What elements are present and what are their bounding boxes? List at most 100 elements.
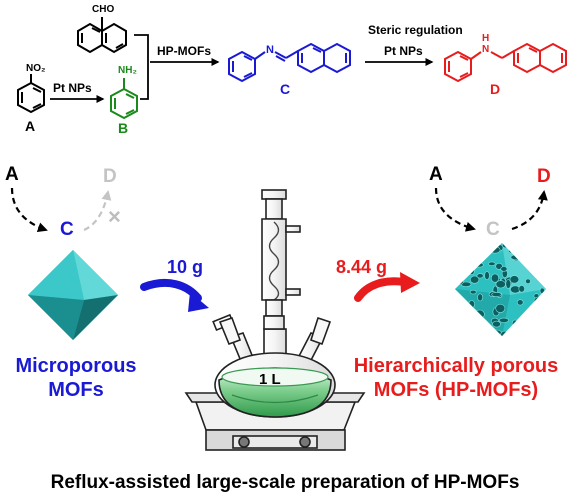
right-pathway — [434, 187, 548, 232]
pore — [500, 330, 509, 336]
pore — [491, 329, 502, 336]
pore — [477, 293, 483, 302]
pore — [467, 244, 473, 249]
pore — [468, 300, 475, 309]
figure-caption: Reflux-assisted large-scale preparation … — [50, 472, 520, 493]
pore — [501, 243, 509, 249]
pore — [525, 278, 531, 284]
right-mass-label: 8.44 g — [336, 257, 388, 277]
hierarchical-title-line2: MOFs (HP-MOFs) — [373, 379, 539, 402]
left-c-label: C — [60, 219, 74, 240]
pore — [459, 322, 465, 328]
pore — [469, 267, 475, 275]
pore — [538, 296, 546, 303]
pore — [455, 277, 464, 286]
microporous-title-line2: MOFs — [48, 379, 104, 402]
flask-volume-label: 1 L — [259, 371, 281, 388]
pore — [518, 285, 525, 293]
left-pathway — [10, 187, 112, 233]
pore — [457, 273, 464, 279]
pore — [534, 319, 544, 327]
pore — [495, 280, 506, 289]
right-a-to-c-arrow — [434, 187, 476, 232]
pore — [498, 317, 509, 323]
pore — [490, 273, 500, 283]
pore — [476, 273, 484, 279]
pore — [455, 253, 462, 262]
pore — [474, 309, 485, 319]
pore — [462, 305, 472, 315]
pore — [466, 332, 475, 336]
aldehyde-group-label: CHO — [92, 4, 115, 15]
blue-curved-arrow — [140, 279, 202, 302]
pore — [510, 247, 519, 253]
naphthaldehyde-structure — [77, 17, 127, 54]
step2-catalyst-label: HP-MOFs — [157, 44, 211, 58]
merge-bracket — [134, 34, 149, 100]
amino-group-label: NH₂ — [118, 65, 137, 76]
microporous-octahedron — [28, 250, 118, 340]
pore — [527, 256, 535, 263]
pore — [495, 303, 506, 313]
blue-arrowhead — [188, 292, 209, 312]
pore — [508, 248, 516, 254]
step3-line2-label: Pt NPs — [384, 44, 423, 58]
pore — [484, 271, 490, 281]
hierarchical-title-line1: Hierarchically porous — [353, 355, 559, 377]
left-a-to-c-arrow — [10, 187, 48, 233]
pore — [532, 326, 540, 336]
pore — [455, 272, 464, 282]
left-mass-label: 10 g — [167, 257, 204, 277]
pore — [478, 324, 488, 331]
left-c-to-d-arrow — [83, 190, 112, 232]
red-curved-arrow — [354, 277, 408, 302]
pore — [488, 261, 496, 266]
right-d-label: D — [537, 166, 551, 187]
reflux-apparatus — [184, 189, 366, 451]
pore — [465, 243, 477, 253]
pore — [472, 322, 481, 328]
compound-b-label: B — [118, 120, 129, 136]
red-arrowhead — [400, 272, 420, 293]
right-c-to-d-arrow — [511, 190, 548, 231]
pore — [463, 261, 472, 267]
nitro-group-label: NO₂ — [26, 63, 46, 74]
pore — [492, 320, 501, 328]
pore — [474, 262, 484, 268]
compound-c-label: C — [280, 81, 291, 97]
pore — [461, 313, 472, 320]
pore — [482, 243, 488, 250]
round-bottom-flask — [214, 352, 336, 418]
right-a-label: A — [429, 164, 443, 185]
right-c-label: C — [486, 219, 500, 240]
pore — [523, 253, 530, 258]
imine-n-label: N — [266, 44, 274, 56]
pore — [538, 269, 546, 277]
condenser — [261, 189, 301, 330]
blocked-cross: × — [108, 204, 121, 229]
hierarchical-octahedron — [455, 243, 546, 336]
left-a-label: A — [5, 164, 19, 185]
pore — [509, 275, 520, 284]
step3-line1-label: Steric regulation — [368, 23, 463, 37]
aniline-structure — [110, 78, 138, 120]
amine-nh-label: H N — [482, 33, 490, 55]
pore — [461, 308, 472, 313]
pore — [510, 254, 520, 260]
imine-structure — [228, 42, 351, 83]
pore — [511, 319, 519, 329]
pore — [489, 246, 501, 254]
pore — [500, 266, 508, 272]
pore — [533, 296, 544, 305]
reaction-scheme — [17, 17, 567, 120]
pore — [539, 287, 545, 294]
compound-a-label: A — [25, 118, 36, 134]
nitrobenzene-structure — [17, 74, 45, 114]
pore — [476, 328, 482, 335]
pore — [516, 299, 524, 306]
compound-d-label: D — [490, 81, 501, 97]
microporous-title: Microporous MOFs — [8, 354, 144, 403]
pore — [491, 292, 502, 297]
pore — [470, 275, 480, 284]
